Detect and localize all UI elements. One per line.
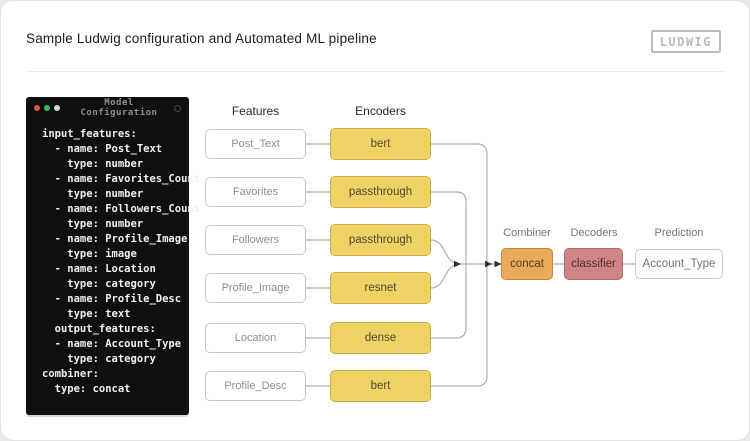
encoder-node-dense: dense (330, 322, 431, 354)
config-line: type: text (42, 308, 131, 320)
config-line: - name: Followers_Count (42, 203, 201, 215)
config-line: type: category (42, 353, 156, 365)
ludwig-logo: LUDWIG (650, 30, 721, 53)
yaml-config-code: input_features: - name: Post_Text type: … (26, 119, 201, 397)
config-line: - name: Post_Text (42, 143, 163, 155)
encoder-node-passthrough-2: passthrough (330, 224, 431, 256)
feature-node-post-text: Post_Text (205, 129, 306, 159)
config-line: type: number (42, 188, 144, 200)
decoder-node-classifier: classifier (564, 248, 623, 280)
terminal-titlebar: Model Configuration (26, 97, 189, 119)
config-line: - name: Favorites_Count (42, 173, 201, 185)
combiner-node-concat: concat (501, 248, 553, 280)
feature-node-profile-desc: Profile_Desc (205, 371, 306, 401)
config-line: output_features: (42, 323, 156, 335)
config-line: type: image (42, 248, 137, 260)
encoder-node-bert-1: bert (330, 128, 431, 160)
window-maximize-icon[interactable] (54, 105, 60, 111)
terminal-settings-icon[interactable] (174, 104, 181, 112)
encoder-node-bert-2: bert (330, 370, 431, 402)
page-title: Sample Ludwig configuration and Automate… (26, 31, 377, 46)
config-line: combiner: (42, 368, 99, 380)
combiner-column-header: Combiner (503, 227, 551, 239)
config-line: type: category (42, 278, 156, 290)
prediction-column-header: Prediction (654, 227, 704, 239)
config-line: - name: Location (42, 263, 156, 275)
config-line: - name: Account_Type (42, 338, 182, 350)
prediction-node-account-type: Account_Type (635, 249, 723, 279)
window-close-icon[interactable] (34, 105, 40, 111)
encoders-column-header: Encoders (355, 104, 406, 118)
window-minimize-icon[interactable] (44, 105, 50, 111)
features-column-header: Features (231, 104, 280, 118)
encoder-node-resnet: resnet (330, 272, 431, 304)
feature-node-location: Location (205, 323, 306, 353)
config-line: type: concat (42, 383, 131, 395)
encoder-node-passthrough-1: passthrough (330, 176, 431, 208)
feature-node-favorites: Favorites (205, 177, 306, 207)
header-divider (26, 71, 726, 72)
config-line: - name: Profile_Desc (42, 293, 182, 305)
feature-node-profile-image: Profile_Image (205, 273, 306, 303)
decoders-column-header: Decoders (570, 227, 618, 239)
config-line: type: number (42, 218, 144, 230)
model-configuration-window: Model Configuration input_features: - na… (26, 97, 201, 415)
config-line: - name: Profile_Image (42, 233, 188, 245)
config-line: input_features: (42, 128, 137, 140)
config-line: type: number (42, 158, 144, 170)
feature-node-followers: Followers (205, 225, 306, 255)
terminal-title: Model Configuration (80, 98, 158, 118)
